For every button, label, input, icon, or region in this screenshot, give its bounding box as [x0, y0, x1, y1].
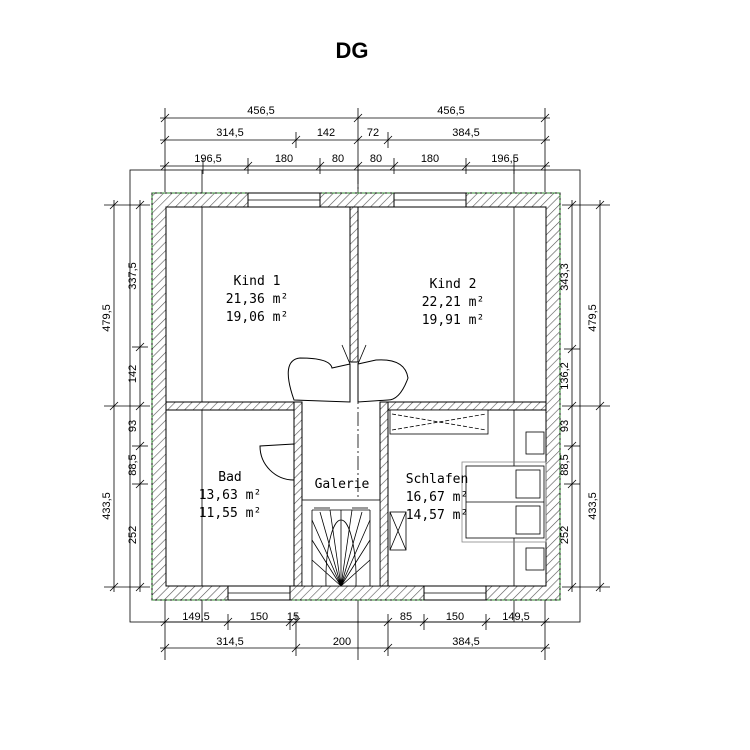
- room-bad: Bad 13,63 m² 11,55 m²: [199, 470, 262, 521]
- dim-top-3: 180: [275, 153, 293, 165]
- dim-right-outer: 433,5: [587, 492, 599, 520]
- double-bed: [389, 431, 547, 571]
- room-kind-2: Kind 2 22,21 m² 19,91 m²: [422, 277, 485, 328]
- dim-bottom-1: 149,5: [502, 611, 530, 623]
- room-name: Schlafen: [406, 472, 469, 487]
- dim-left-outer: 479,5: [101, 304, 113, 332]
- room-area-net: 14,57 m²: [406, 508, 469, 523]
- dim-bottom-1: 150: [446, 611, 464, 623]
- room-area-gross: 13,63 m²: [199, 488, 262, 503]
- room-area-gross: 21,36 m²: [226, 292, 289, 307]
- dim-top-3: 180: [421, 153, 439, 165]
- dim-right-inner: 88,5: [559, 454, 571, 475]
- room-name: Kind 2: [430, 277, 477, 292]
- bottom-dimensions: 149,5 150 15 85 150 149,5 314,5 200 384,…: [160, 600, 550, 660]
- dim-bottom-2: 200: [333, 636, 351, 648]
- dim-left-inner: 93: [127, 420, 139, 432]
- dim-top-3: 80: [332, 153, 344, 165]
- wardrobe: [389, 409, 489, 435]
- right-dimensions: 343,3 136,2 93 88,5 252 479,5 433,5: [559, 200, 610, 592]
- staircase: [301, 499, 381, 587]
- room-area-net: 19,91 m²: [422, 313, 485, 328]
- room-name: Galerie: [315, 477, 370, 492]
- dim-bottom-2: 314,5: [216, 636, 244, 648]
- dim-left-outer: 433,5: [101, 492, 113, 520]
- interior-walls: [165, 206, 547, 587]
- room-galerie: Galerie: [315, 477, 370, 492]
- dim-top-1: 456,5: [247, 105, 275, 117]
- left-dimensions: 479,5 433,5 337,5 142 93 88,5 252: [101, 200, 150, 592]
- windows: [227, 192, 487, 601]
- room-schlafen: Schlafen 16,67 m² 14,57 m²: [406, 472, 469, 523]
- room-area-net: 11,55 m²: [199, 506, 262, 521]
- dim-left-inner: 337,5: [127, 262, 139, 290]
- room-area-gross: 16,67 m²: [406, 490, 469, 505]
- dim-right-inner: 136,2: [559, 362, 571, 390]
- dim-left-inner: 142: [127, 365, 139, 383]
- dim-right-inner: 93: [559, 420, 571, 432]
- dim-right-outer: 479,5: [587, 304, 599, 332]
- dim-bottom-1: 149,5: [182, 611, 210, 623]
- dim-top-2: 314,5: [216, 127, 244, 139]
- dim-top-3: 196,5: [194, 153, 222, 165]
- dim-bottom-1: 85: [400, 611, 412, 623]
- dim-bottom-2: 384,5: [452, 636, 480, 648]
- dim-top-2: 384,5: [452, 127, 480, 139]
- dim-right-inner: 343,3: [559, 263, 571, 291]
- door-swings: [259, 344, 409, 481]
- dim-bottom-1: 150: [250, 611, 268, 623]
- dim-top-3: 80: [370, 153, 382, 165]
- dim-top-3: 196,5: [491, 153, 519, 165]
- room-area-net: 19,06 m²: [226, 310, 289, 325]
- dim-right-inner: 252: [559, 526, 571, 544]
- room-name: Bad: [218, 470, 241, 485]
- dim-top-1: 456,5: [437, 105, 465, 117]
- dim-bottom-1: 15: [287, 611, 299, 623]
- room-area-gross: 22,21 m²: [422, 295, 485, 310]
- plan-title: DG: [336, 38, 369, 63]
- outer-frame: [129, 169, 581, 623]
- dim-top-2: 72: [367, 127, 379, 139]
- room-kind-1: Kind 1 21,36 m² 19,06 m²: [226, 274, 289, 325]
- top-dimensions: 456,5 456,5 314,5 142 72 384,5 196,5 180…: [160, 105, 550, 192]
- room-name: Kind 1: [234, 274, 281, 289]
- dim-top-2: 142: [317, 127, 335, 139]
- dim-left-inner: 88,5: [127, 454, 139, 475]
- dim-left-inner: 252: [127, 526, 139, 544]
